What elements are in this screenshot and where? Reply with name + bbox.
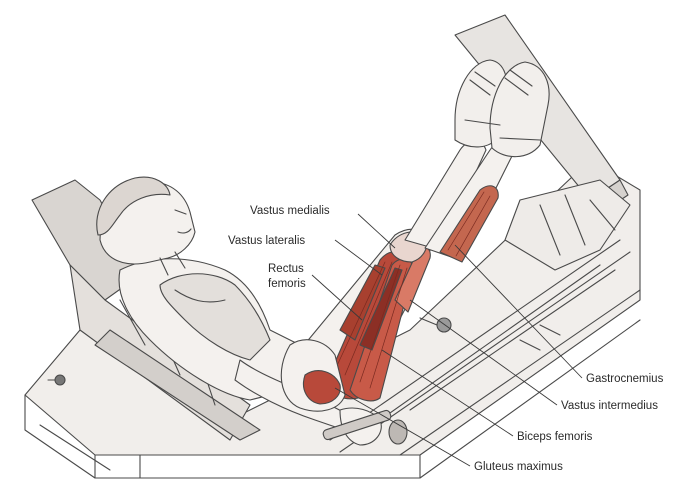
label-vastus-medialis: Vastus medialis [250,205,330,217]
label-gluteus-maximus: Gluteus maximus [474,461,563,473]
label-biceps-femoris: Biceps femoris [517,431,593,443]
lower-legs [405,141,514,262]
label-vastus-lateralis: Vastus lateralis [228,235,305,247]
label-rectus-femoris-line2: femoris [268,278,306,290]
label-rectus-femoris-line1: Rectus [268,263,304,275]
label-vastus-intermedius: Vastus intermedius [561,400,658,412]
feet [455,60,549,157]
label-gastrocnemius: Gastrocnemius [586,373,664,385]
